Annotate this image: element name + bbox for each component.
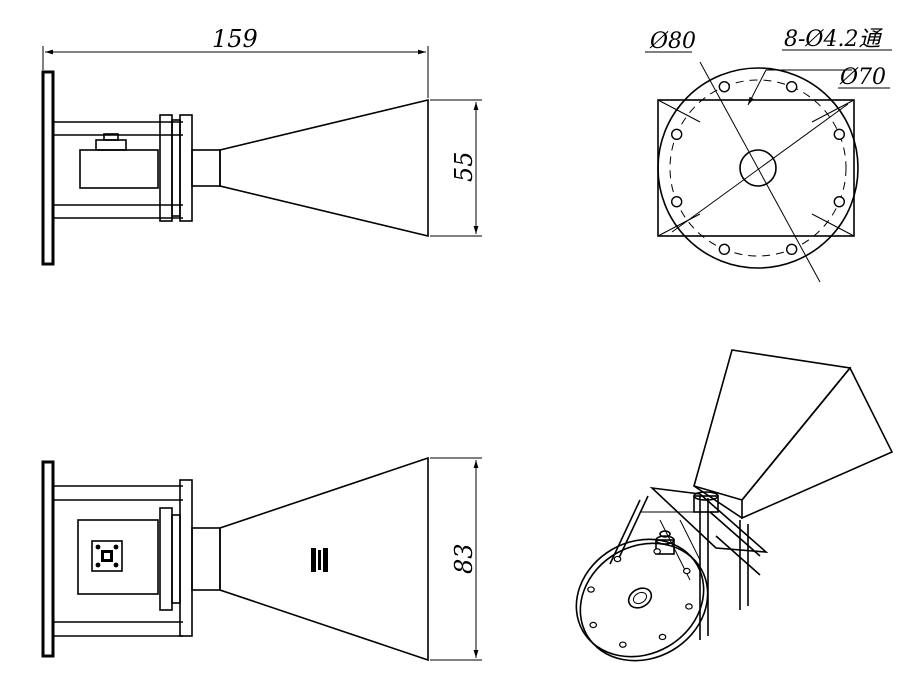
dimension-aperture-55-label: 55 — [450, 151, 478, 182]
horn-body-2 — [219, 456, 429, 662]
mounting-flange-2 — [41, 460, 55, 658]
mounting-hole — [785, 243, 798, 256]
waveguide-neck — [191, 149, 221, 187]
mounting-hole — [718, 243, 731, 256]
iso-mounting-hole — [653, 548, 661, 555]
iso-mounting-holes — [587, 548, 693, 648]
bolt-circle — [669, 79, 847, 257]
mounting-hole — [785, 80, 798, 93]
mounting-holes-label: 8-Ø4.2通 — [784, 27, 883, 52]
iso-mounting-hole — [682, 567, 691, 575]
mounting-hole — [833, 195, 846, 208]
flange-outer-circle — [657, 67, 859, 269]
mounting-hole — [718, 80, 731, 93]
iso-mounting-hole — [658, 633, 667, 641]
mounting-hole — [670, 195, 683, 208]
iso-mounting-hole — [619, 641, 627, 648]
iso-mounting-hole — [685, 603, 693, 610]
iso-mounting-hole — [613, 555, 622, 563]
mounting-holes — [670, 80, 846, 256]
product-label-marking — [311, 548, 328, 572]
iso-mounting-hole — [589, 621, 598, 629]
front-view-flange: Ø80 8-Ø4.2通 Ø70 — [645, 27, 892, 283]
iso-mounting-hole — [587, 586, 595, 593]
flange-outer-diameter-label: Ø80 — [649, 29, 696, 54]
mounting-flange — [41, 70, 55, 266]
bolt-circle-diameter-label: Ø70 — [839, 65, 886, 90]
horn-body — [219, 98, 429, 238]
side-view-h-plane: 159 55 — [41, 25, 482, 266]
iso-horn-side-face — [741, 366, 894, 520]
mounting-hole — [833, 128, 846, 141]
iso-center-hole — [627, 587, 653, 609]
dimension-aperture-83-label: 83 — [450, 543, 478, 574]
center-hole — [739, 149, 777, 187]
coax-adapter-body — [79, 149, 159, 189]
n-connector-square — [91, 540, 123, 572]
coax-adapter-body-2 — [77, 519, 159, 595]
iso-horn-front-face — [693, 349, 852, 501]
side-view-e-plane: 83 — [41, 456, 482, 662]
dimension-length-label: 159 — [212, 25, 258, 53]
iso-flange-disc — [575, 538, 705, 658]
mounting-hole — [670, 128, 683, 141]
isometric-view — [575, 349, 894, 662]
